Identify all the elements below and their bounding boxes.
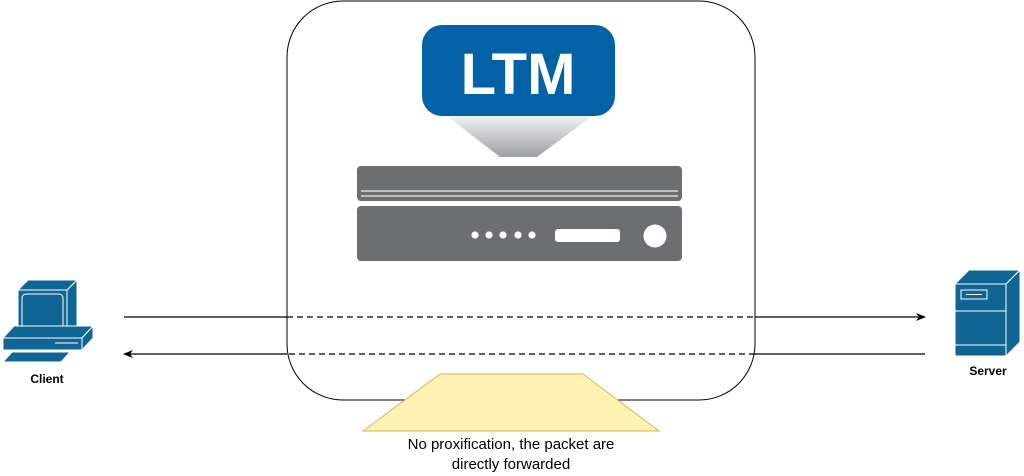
server-label: Server bbox=[969, 364, 1007, 378]
note-line-2: directly forwarded bbox=[452, 456, 570, 473]
ltm-badge-text: LTM bbox=[461, 42, 576, 107]
client-label: Client bbox=[30, 372, 63, 386]
note-trapezoid bbox=[361, 373, 661, 432]
note-line-1: No proxification, the packet are bbox=[408, 436, 615, 453]
ltm-logo: LTM bbox=[422, 25, 615, 157]
load-balancer-appliance-icon bbox=[357, 166, 682, 261]
tower-server-icon bbox=[953, 268, 1022, 358]
ltm-funnel bbox=[447, 116, 592, 157]
desktop-computer-icon bbox=[1, 278, 95, 363]
ltm-badge bbox=[422, 25, 615, 116]
